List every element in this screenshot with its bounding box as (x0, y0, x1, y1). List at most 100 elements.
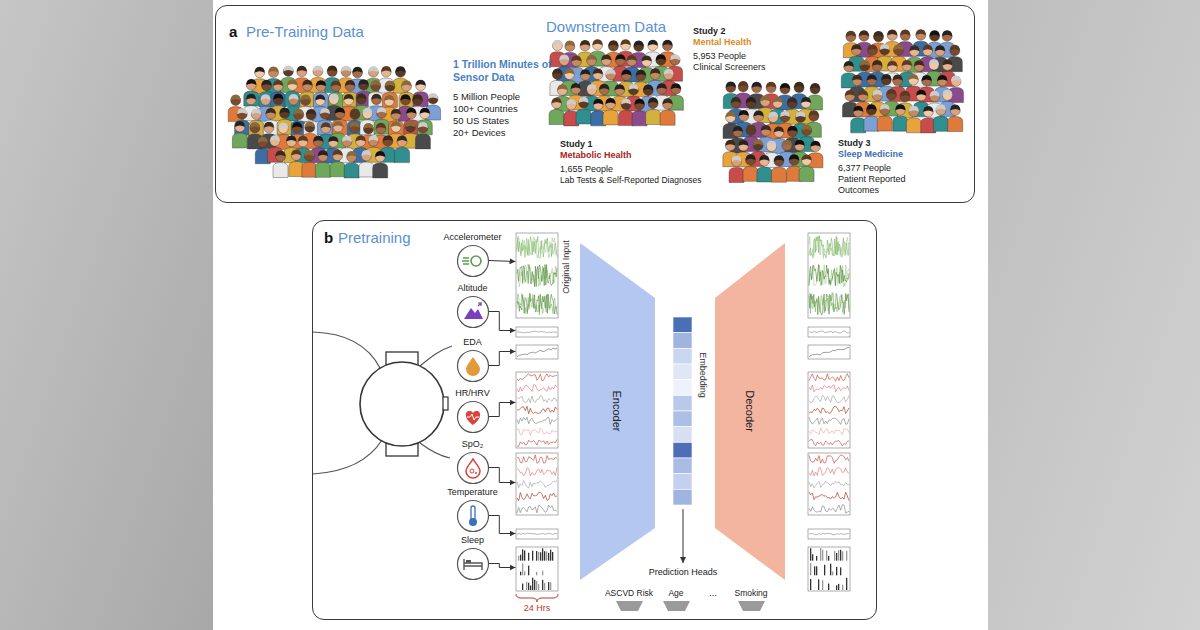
drawing-part (657, 83, 667, 89)
person-figure (933, 104, 948, 131)
drawing-part (648, 41, 658, 51)
signal-trace (809, 331, 849, 333)
drawing-part (851, 44, 861, 50)
drawing-part (235, 122, 245, 132)
drawing-part (738, 601, 765, 611)
drawing-part (404, 120, 419, 135)
drawing-part (942, 30, 952, 36)
drawing-part (564, 69, 574, 75)
drawing-part (802, 125, 812, 131)
drawing-part (428, 94, 438, 104)
drawing-part (580, 243, 655, 580)
drawing-part (391, 121, 401, 127)
person-figure (313, 80, 328, 107)
crowd (723, 81, 823, 182)
drawing-part (462, 258, 469, 264)
sensor-icon-outline (457, 548, 489, 580)
text-label: 50 US States (453, 115, 509, 126)
sleep-bar (826, 550, 827, 560)
drawing-part (289, 162, 304, 177)
drawing-part (362, 108, 372, 114)
signal-strip (808, 547, 850, 591)
drawing-part (599, 85, 609, 95)
drawing-part (615, 55, 625, 65)
drawing-part (916, 30, 926, 40)
drawing-part (860, 61, 870, 71)
sensor-glyph (462, 256, 481, 266)
drawing-part (673, 379, 692, 395)
drawing-part (628, 85, 638, 95)
drawing-part (401, 80, 411, 86)
drawing-part (937, 76, 947, 86)
drawing-part (306, 110, 316, 120)
person-figure (413, 80, 428, 107)
drawing-part (593, 39, 603, 45)
drawing-part (801, 98, 811, 108)
drawing-part (636, 71, 646, 81)
drawing-part (313, 332, 380, 368)
person-figure (851, 106, 866, 133)
drawing-part (587, 85, 597, 95)
person-figure (417, 108, 432, 135)
drawing-part (231, 95, 241, 101)
person-figure (374, 107, 389, 134)
person-figure (359, 150, 374, 177)
drawing-part (795, 141, 805, 151)
drawing-part (608, 41, 618, 51)
drawing-part (852, 75, 862, 81)
drawing-part (673, 489, 692, 505)
drawing-part (329, 94, 339, 100)
drawing-part (880, 105, 890, 115)
signal-strip (808, 233, 850, 318)
sleep-bar (818, 579, 819, 590)
drawing-part (368, 66, 378, 72)
sensor-icon-outline (457, 500, 489, 532)
signal-trace (809, 417, 849, 424)
drawing-part (943, 59, 953, 65)
drawing-part (318, 150, 328, 156)
drawing-part (368, 92, 383, 107)
node-label: EDA (463, 337, 482, 347)
drawing-part (301, 96, 311, 106)
sensor-glyph (464, 559, 482, 570)
signal-trace (809, 406, 849, 413)
drawing-part (397, 137, 407, 147)
drawing-part (571, 55, 581, 61)
drawing-part (464, 308, 483, 319)
signal-trace (517, 533, 557, 534)
drawing-part (416, 80, 426, 86)
person-figure (646, 97, 661, 124)
drawing-part (255, 67, 265, 73)
drawing-part (768, 111, 778, 117)
drawing-part (470, 469, 474, 473)
signal-trace (809, 533, 849, 535)
drawing-part (795, 140, 805, 146)
sleep-bar (836, 553, 837, 561)
drawing-part (768, 112, 778, 122)
sleep-bar (542, 579, 543, 589)
drawing-part (278, 122, 288, 128)
drawing-part (587, 55, 597, 61)
sleep-bar (812, 554, 813, 560)
person-figure (603, 98, 618, 125)
drawing-part (251, 108, 261, 114)
drawing-part (846, 32, 856, 42)
drawing-part (283, 66, 293, 76)
drawing-part (810, 83, 820, 89)
drawing-part (466, 560, 471, 563)
drawing-part (887, 62, 897, 72)
drawing-part (757, 167, 772, 182)
drawing-part (914, 60, 924, 66)
drawing-part (250, 123, 260, 133)
drawing-part (464, 559, 482, 570)
drawing-part (363, 123, 373, 129)
drawing-part (353, 67, 363, 73)
person-figure (399, 80, 414, 107)
text-label: 20+ Devices (453, 127, 506, 138)
drawing-part (627, 55, 637, 61)
drawing-part (753, 140, 763, 150)
person-figure (289, 150, 304, 177)
drawing-part (345, 80, 355, 86)
drawing-part (371, 94, 381, 100)
